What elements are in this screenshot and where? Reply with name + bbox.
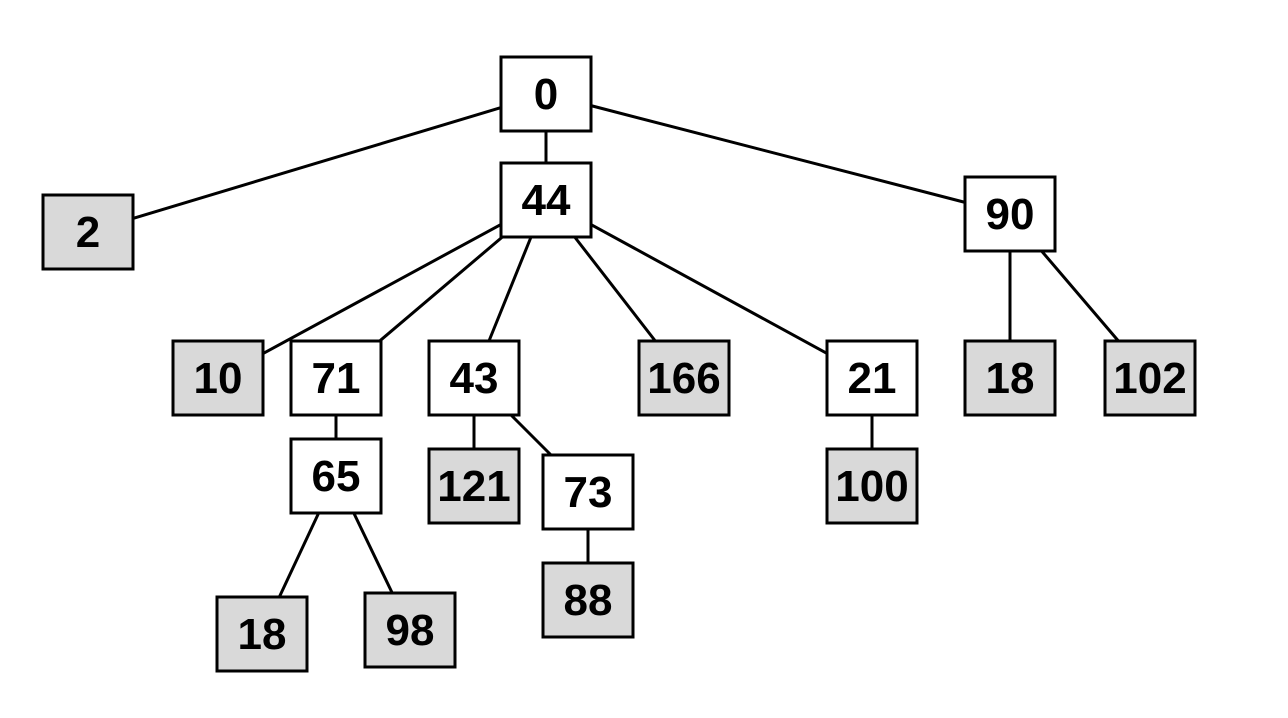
node-label: 21 [848,354,897,403]
node-box [427,447,521,525]
node-n43: 43 [427,339,521,417]
node-label: 121 [437,462,510,511]
node-label: 18 [986,354,1035,403]
node-box [637,339,731,417]
node-box [215,595,309,673]
node-label: 88 [564,576,613,625]
node-box [825,339,919,417]
node-label: 2 [76,208,100,257]
node-box [363,591,457,669]
node-n44: 44 [499,161,593,239]
node-box [825,447,919,525]
node-n102: 102 [1103,339,1197,417]
node-n10: 10 [171,339,265,417]
node-label: 166 [647,354,720,403]
node-n73: 73 [541,453,635,531]
edge-n0-n90 [590,104,966,204]
node-label: 0 [534,70,558,119]
edge-n44-n71 [378,235,504,343]
node-n90: 90 [963,175,1057,253]
node-label: 43 [450,354,499,403]
node-box [427,339,521,417]
node-box [41,193,135,271]
node-label: 90 [986,190,1035,239]
node-label: 100 [835,462,908,511]
node-label: 18 [238,610,287,659]
node-box [171,339,265,417]
node-box [499,161,593,239]
node-n0: 0 [499,55,593,133]
node-box [289,339,383,417]
edge-n65-n18b [277,512,321,598]
node-label: 65 [312,452,361,501]
edge-n43-n73 [509,413,553,457]
node-box [541,561,635,639]
edge-n90-n102 [1040,250,1120,342]
node-box [289,437,383,515]
edge-n44-n166 [573,236,657,342]
node-label: 10 [194,354,243,403]
node-label: 73 [564,468,613,517]
node-label: 44 [522,176,571,225]
node-n88: 88 [541,561,635,639]
node-box [963,339,1057,417]
edge-n44-n43 [487,236,533,342]
node-box [1103,339,1197,417]
node-n166: 166 [637,339,731,417]
node-n2: 2 [41,193,135,271]
node-box [541,453,635,531]
node-n18b: 18 [215,595,309,673]
node-n21: 21 [825,339,919,417]
node-n121: 121 [427,447,521,525]
node-box [963,175,1057,253]
edge-n44-n10 [262,223,502,355]
edge-n65-n98 [352,512,394,594]
node-n18a: 18 [963,339,1057,417]
node-label: 71 [312,354,361,403]
node-n65: 65 [289,437,383,515]
node-n100: 100 [825,447,919,525]
node-box [499,55,593,133]
node-label: 98 [386,606,435,655]
node-n71: 71 [289,339,383,417]
edge-n0-n2 [132,106,502,220]
node-label: 102 [1113,354,1186,403]
edge-n44-n21 [590,223,828,355]
node-n98: 98 [363,591,457,669]
